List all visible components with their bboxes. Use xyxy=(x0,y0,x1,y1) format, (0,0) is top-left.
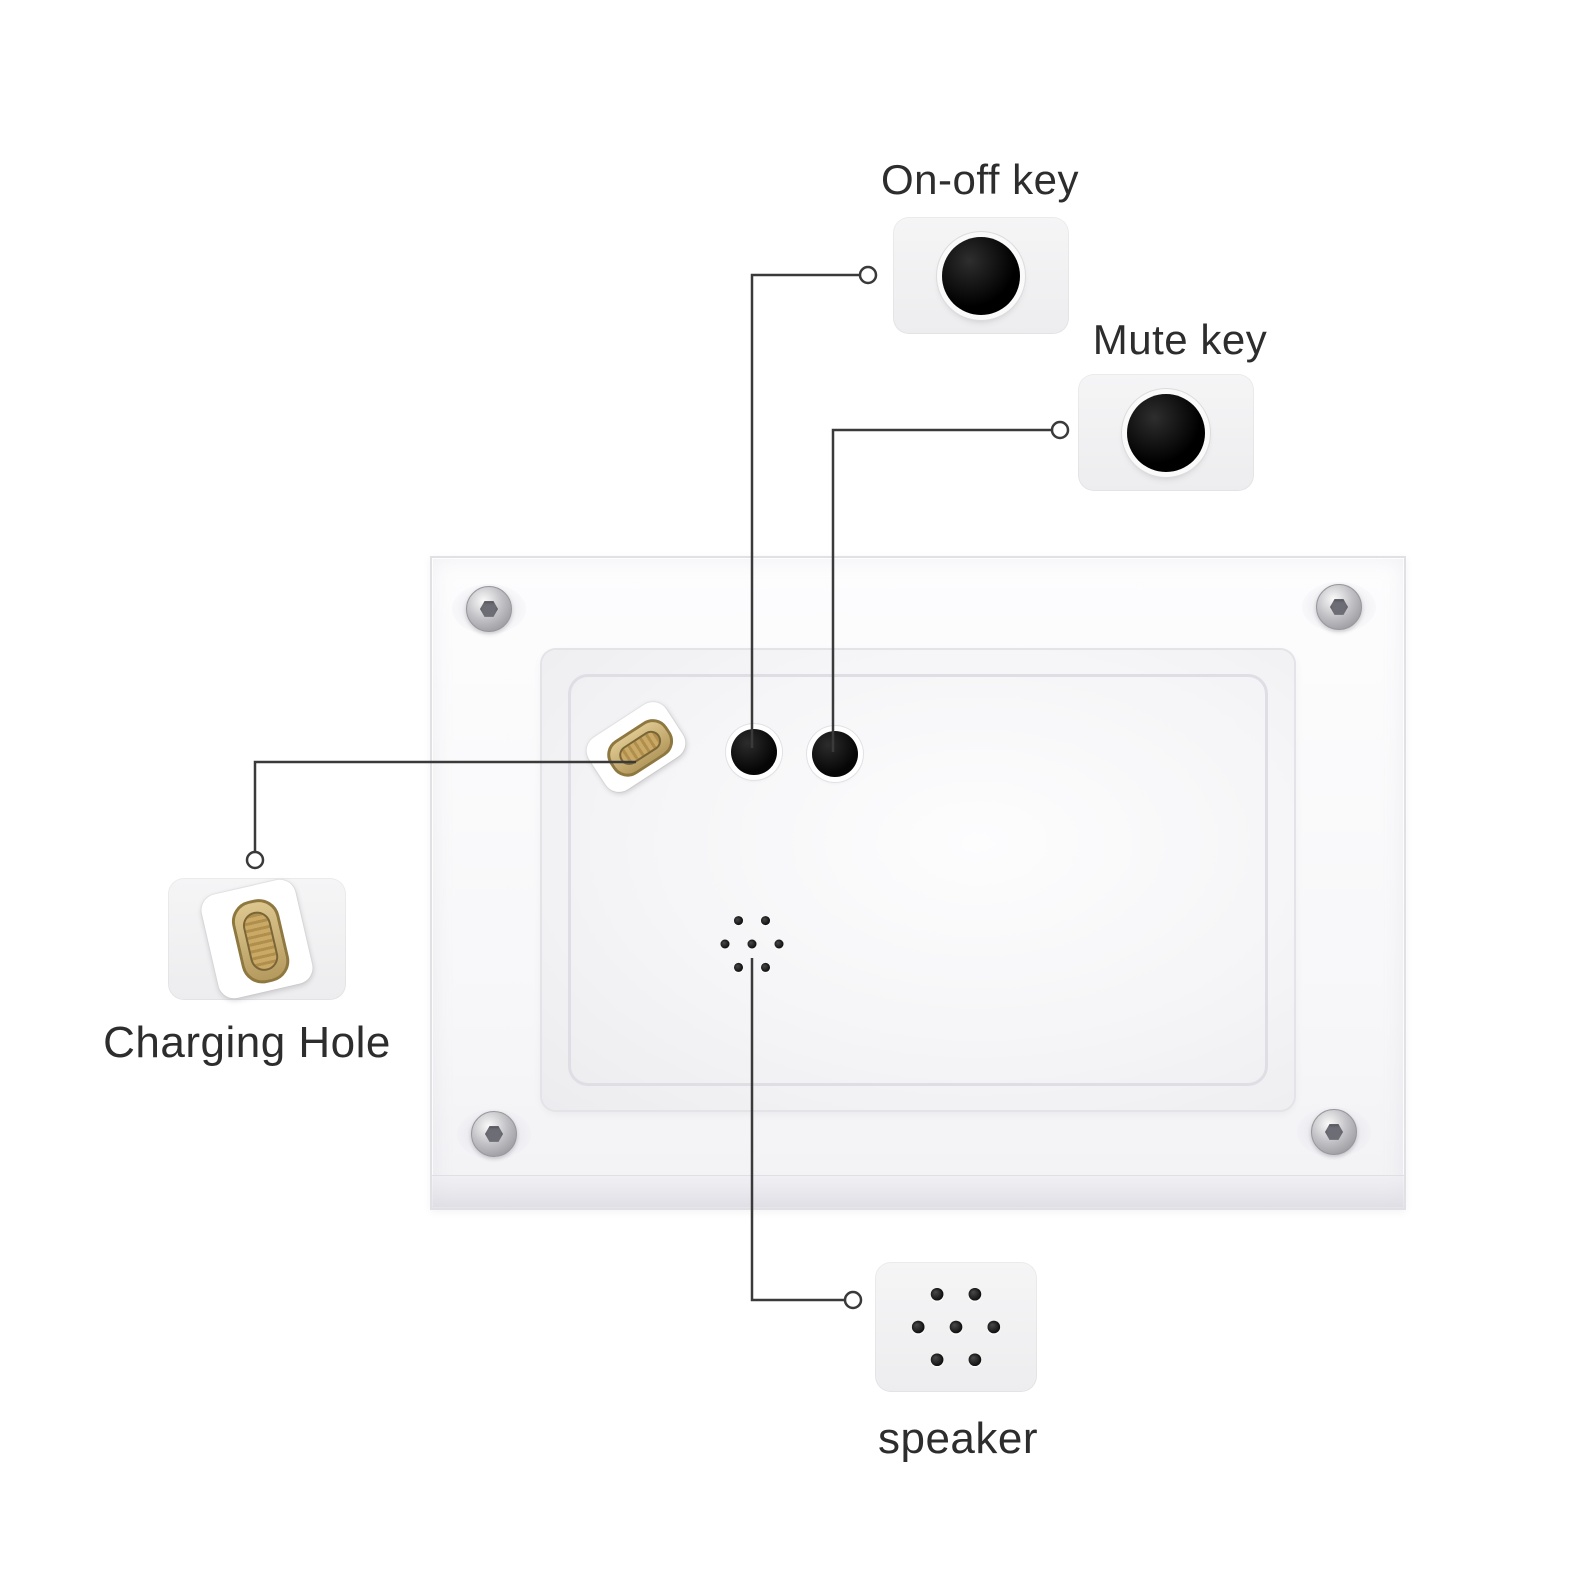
on-off-button xyxy=(731,729,777,775)
hex-socket-icon xyxy=(480,601,498,617)
speaker-hole xyxy=(747,939,757,949)
charging-hole-label: Charging Hole xyxy=(103,1018,391,1067)
mute-key-thumbnail xyxy=(1078,374,1254,491)
hex-socket-icon xyxy=(1330,599,1348,615)
speaker-hole xyxy=(720,939,730,949)
speaker-grille-zoom-icon xyxy=(908,1279,1003,1374)
charging-hole-thumbnail xyxy=(168,876,346,1002)
speaker-hole xyxy=(734,916,743,926)
screw-head-icon xyxy=(1316,584,1362,630)
screw-head-icon xyxy=(466,586,512,632)
speaker-hole xyxy=(734,962,743,972)
speaker-label: speaker xyxy=(877,1414,1039,1463)
screw-head-icon xyxy=(1311,1109,1357,1155)
screw-icon xyxy=(452,581,526,637)
speaker-hole xyxy=(761,916,770,926)
screw-head-icon xyxy=(471,1111,517,1157)
speaker-thumbnail xyxy=(875,1262,1037,1392)
speaker-hole xyxy=(761,962,770,972)
mute-callout-endpoint xyxy=(1050,420,1070,440)
speaker-hole xyxy=(968,1353,982,1367)
device-back-panel xyxy=(430,556,1406,1210)
hex-socket-icon xyxy=(485,1126,503,1142)
speaker-hole xyxy=(930,1353,944,1367)
mute-button-zoom-icon xyxy=(1127,393,1205,472)
screw-icon xyxy=(457,1106,531,1162)
mute-button xyxy=(812,731,858,777)
on-off-callout-endpoint xyxy=(858,265,878,285)
speaker-hole xyxy=(774,939,784,949)
acrylic-bottom-edge xyxy=(432,1175,1404,1208)
on-off-key-thumbnail xyxy=(893,217,1069,334)
speaker-hole xyxy=(987,1320,1001,1334)
speaker-callout-endpoint xyxy=(843,1290,863,1310)
mute-key-label: Mute key xyxy=(1092,316,1268,363)
hex-socket-icon xyxy=(1325,1124,1343,1140)
charging-port-zoom-icon xyxy=(198,876,316,1002)
charging-port-slot xyxy=(240,908,281,974)
speaker-hole xyxy=(968,1287,982,1301)
charging-callout-endpoint xyxy=(245,850,265,870)
speaker-grille xyxy=(718,910,786,978)
screw-icon xyxy=(1302,579,1376,635)
device-inner-panel xyxy=(542,650,1294,1110)
on-off-key-label: On-off key xyxy=(881,156,1079,203)
speaker-hole xyxy=(949,1320,963,1334)
speaker-hole xyxy=(911,1320,925,1334)
speaker-hole xyxy=(930,1287,944,1301)
screw-icon xyxy=(1297,1104,1371,1160)
on-off-button-zoom-icon xyxy=(942,236,1020,315)
